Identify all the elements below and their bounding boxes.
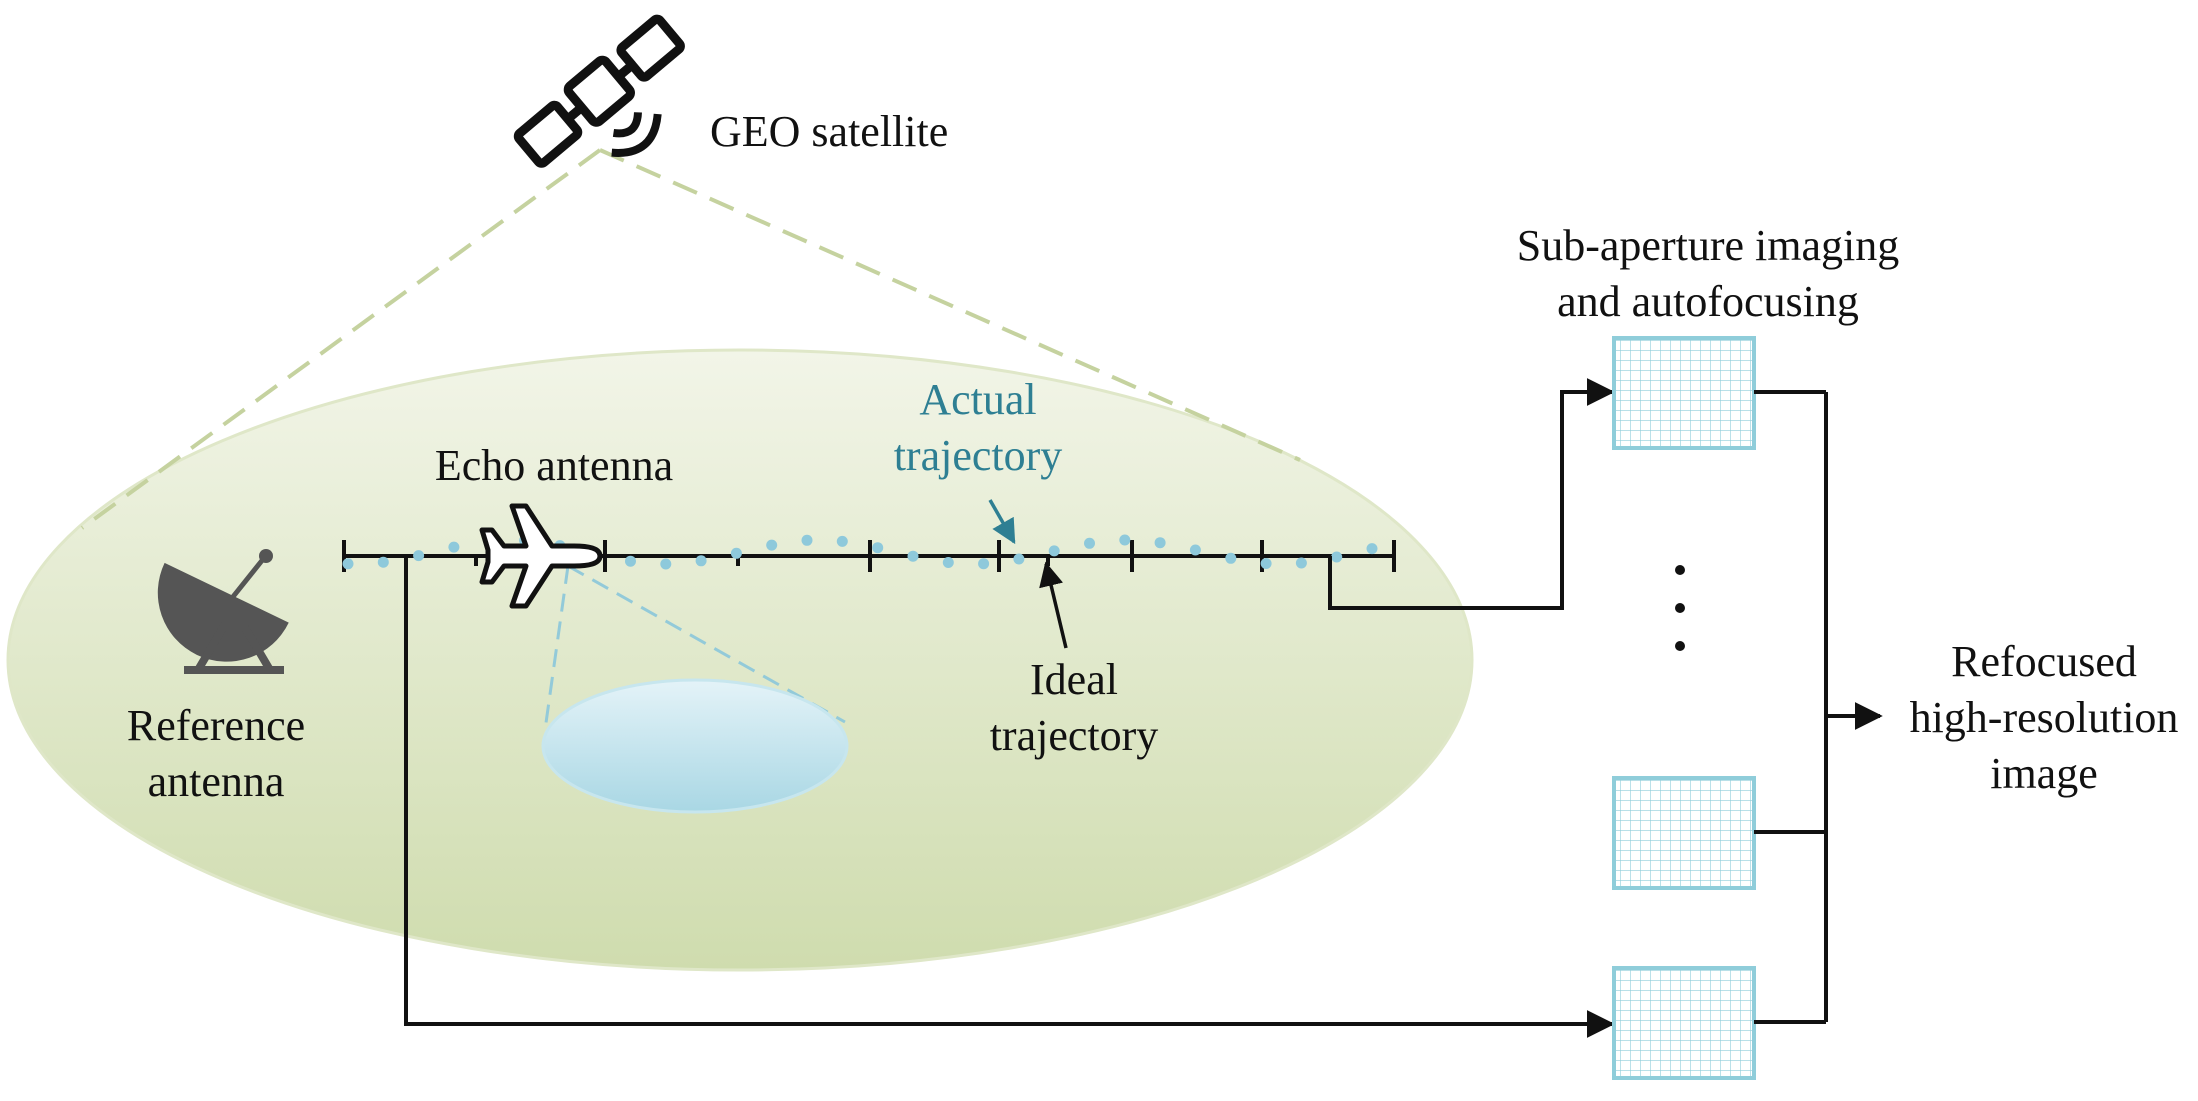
subaperture-bottom-connector [404,556,1615,1038]
trajectory-point [1331,551,1343,563]
output-label-line3: image [1990,749,2098,798]
output-label-line1: Refocused [1951,637,2137,686]
trajectory-point [1295,557,1307,569]
trajectory-point [942,557,954,568]
subaperture-label-line1: Sub-aperture imaging [1517,221,1899,270]
trajectory-point [730,547,742,559]
actual-trajectory-pointer [988,499,1016,545]
trajectory-point [1189,544,1201,556]
subaperture-label-line2: and autofocusing [1557,277,1859,326]
vertical-ellipsis [1675,565,1685,651]
trajectory-point [801,534,813,546]
trajectory-point [1154,537,1166,549]
satellite-beam [80,148,1301,530]
grid-image-icon [1612,776,1756,890]
trajectory-point [413,550,425,562]
reference-label-line1: Reference [127,701,305,750]
trajectory-point [1084,537,1095,549]
echo-antenna-label: Echo antenna [435,441,673,490]
ground-coverage-area [6,348,1474,972]
reference-label-line2: antenna [148,757,285,806]
trajectory-point [660,558,672,570]
illuminated-footprint [541,678,849,814]
trajectory-point [342,558,354,570]
output-label-line2: high-resolution [1910,693,2179,742]
satellite-icon [513,14,685,168]
trajectory-point [1013,553,1025,565]
merge-connector [1754,390,1883,1024]
trajectory-point [872,542,884,554]
trajectory-point [766,539,778,551]
grid-image-icon [1612,336,1756,450]
trajectory-point [1225,552,1237,564]
aircraft-beam [543,564,846,731]
ideal-trajectory-label-line1: Ideal [1030,655,1118,704]
trajectory-point [978,558,990,570]
trajectory-point [836,535,848,547]
trajectory-point [1048,545,1060,557]
trajectory-point [1119,534,1131,546]
trajectory-point [695,555,707,567]
actual-trajectory-label-line2: trajectory [894,431,1063,480]
grid-image-icon [1612,966,1756,1080]
ideal-trajectory-label-line2: trajectory [990,711,1159,760]
satellite-dish-icon [157,549,289,674]
satellite-label: GEO satellite [710,107,948,156]
trajectory-point [1366,543,1378,555]
trajectory-point [1260,558,1272,569]
trajectory-point [625,555,636,567]
subaperture-top-connector [1328,378,1615,610]
trajectory-point [448,541,460,553]
trajectory-point [907,550,919,562]
ideal-trajectory-pointer [1039,561,1068,649]
trajectory-point [377,556,389,568]
airplane-icon [479,503,603,609]
actual-trajectory-label-line1: Actual [919,375,1036,424]
